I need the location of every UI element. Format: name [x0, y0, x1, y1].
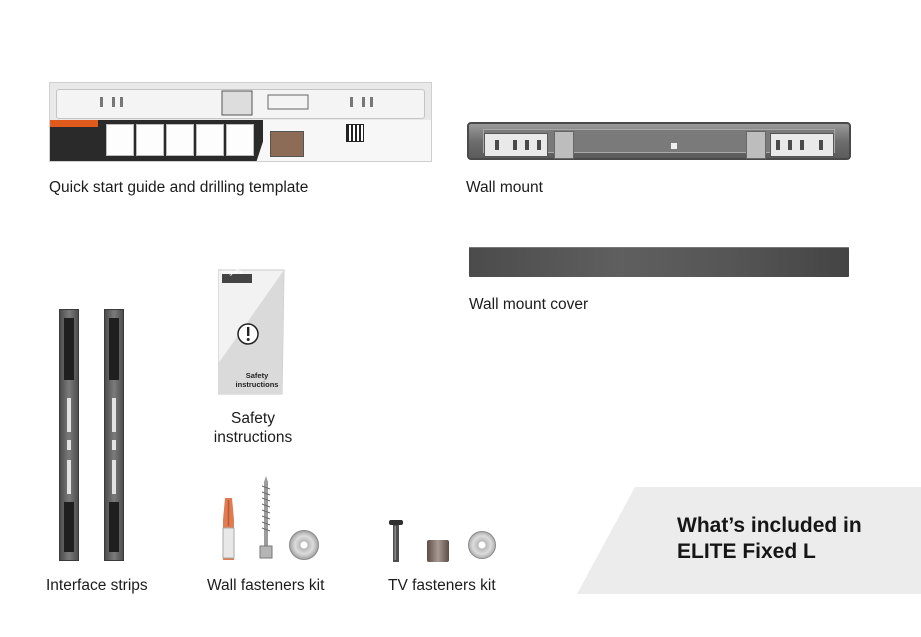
tv-bolt-image — [389, 520, 403, 562]
booklet-brand: vogel's — [222, 270, 243, 276]
mount-center-hole — [671, 143, 677, 149]
guide-step-image — [136, 124, 164, 156]
guide-step-image — [196, 124, 224, 156]
mount-clip — [554, 131, 574, 159]
guide-step-image — [166, 124, 194, 156]
guide-tv-photo — [270, 131, 304, 157]
wall-mount-cover-label: Wall mount cover — [469, 296, 589, 313]
wall-fasteners-label: Wall fasteners kit — [207, 577, 325, 594]
guide-step-image — [226, 124, 254, 156]
guide-step-image — [106, 124, 134, 156]
booklet-title-line1: Safety — [245, 371, 269, 380]
mount-left-pad — [484, 133, 548, 157]
guide-template-details — [100, 90, 373, 116]
safety-label-line2: instructions — [213, 429, 293, 446]
interface-strip — [104, 309, 124, 561]
guide-accent-bar — [50, 120, 98, 127]
booklet-title: Safety instructions — [233, 371, 281, 389]
wall-mount-label: Wall mount — [466, 179, 543, 196]
wall-screw-image — [259, 476, 273, 559]
safety-label-line1: Safety — [231, 410, 275, 427]
wall-mount-rail — [483, 129, 835, 159]
safety-label: Safety instructions — [205, 409, 301, 447]
booklet-title-line2: instructions — [235, 380, 279, 389]
wall-mount-image — [467, 122, 851, 160]
guide-template-image — [49, 82, 432, 162]
promo-banner — [577, 487, 921, 594]
mount-right-pad — [770, 133, 834, 157]
tv-spacer-image — [427, 540, 449, 562]
wall-washer-image — [289, 530, 319, 560]
guide-label: Quick start guide and drilling template — [49, 179, 309, 196]
interface-strips-label: Interface strips — [46, 577, 148, 594]
promo-title-line1: What’s included in — [677, 514, 862, 537]
interface-strip — [59, 309, 79, 561]
wall-plug-image — [222, 498, 235, 560]
promo-title-line2: ELITE Fixed L — [677, 540, 816, 563]
tv-fasteners-label: TV fasteners kit — [388, 577, 496, 594]
qr-code-icon — [346, 124, 364, 142]
tv-washer-image — [468, 531, 496, 559]
promo-title: What’s included in ELITE Fixed L — [677, 513, 862, 565]
wall-mount-cover-image — [469, 247, 849, 277]
safety-booklet-image — [218, 269, 285, 395]
mount-clip — [746, 131, 766, 159]
